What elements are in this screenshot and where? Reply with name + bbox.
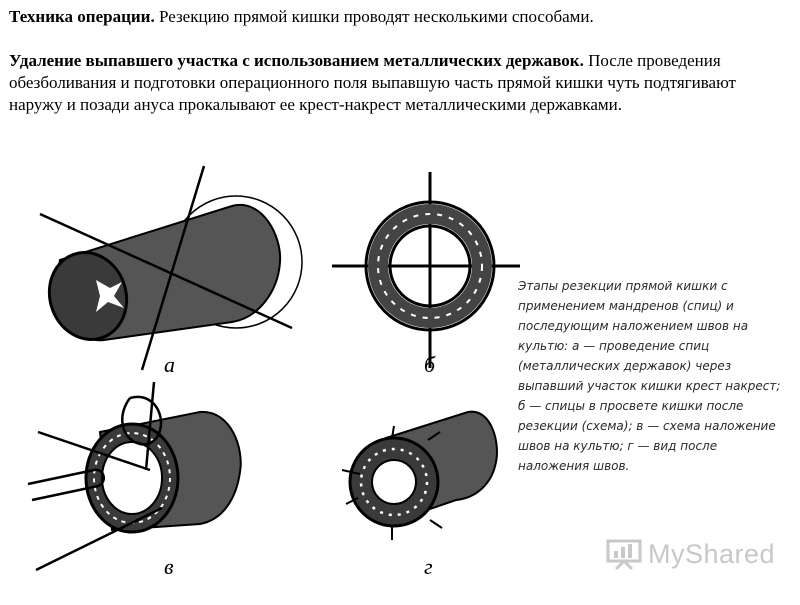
paragraph-intro-lead: Техника операции. xyxy=(9,7,155,26)
paragraph-intro-body: Резекцию прямой кишки проводят нескольки… xyxy=(154,7,594,26)
panel-b-drawing xyxy=(332,172,528,368)
panel-g-lumen xyxy=(371,459,417,505)
panel-g-drawing xyxy=(341,410,498,540)
figure-caption: Этапы резекции прямой кишки с применение… xyxy=(518,279,781,473)
paragraph-method: Удаление выпавшего участка с использован… xyxy=(9,50,791,116)
panel-a-needle-2 xyxy=(140,165,206,371)
paragraph-method-body: После проведения обезболивания и подгото… xyxy=(9,51,736,114)
panel-label-a: а xyxy=(164,352,175,377)
panel-g-sutures xyxy=(359,447,429,517)
panel-label-b: б xyxy=(424,352,436,377)
panel-a-needle-1 xyxy=(39,212,293,330)
panel-label-g: г xyxy=(424,554,433,579)
panel-b-inner-ring xyxy=(388,224,472,308)
paragraph-method-lead: Удаление выпавшего участка с использован… xyxy=(9,51,584,70)
panel-b-outer-ring xyxy=(364,200,496,332)
surgical-illustration: а б в г xyxy=(0,160,528,600)
panel-b-wall-texture xyxy=(377,213,483,319)
panel-v-needles xyxy=(35,381,163,572)
panel-v-drawing xyxy=(27,381,242,572)
panel-g-suture-ends xyxy=(341,425,443,540)
panel-v-lumen xyxy=(101,441,163,515)
watermark-text: MyShared xyxy=(648,538,776,569)
panel-v-thread-loop xyxy=(121,395,163,446)
panel-a-bowel-end xyxy=(47,251,129,341)
text-block: Техника операции. Резекцию прямой кишки … xyxy=(9,6,791,116)
presentation-board-icon xyxy=(606,539,642,570)
illustration-svg xyxy=(27,165,528,572)
panel-a-drawing xyxy=(39,165,303,371)
watermark: MyShared xyxy=(606,536,775,572)
panel-a-lumen xyxy=(96,280,124,312)
panel-v-holder xyxy=(27,468,106,502)
paragraph-intro: Техника операции. Резекцию прямой кишки … xyxy=(9,6,791,28)
panel-label-v: в xyxy=(164,554,174,579)
